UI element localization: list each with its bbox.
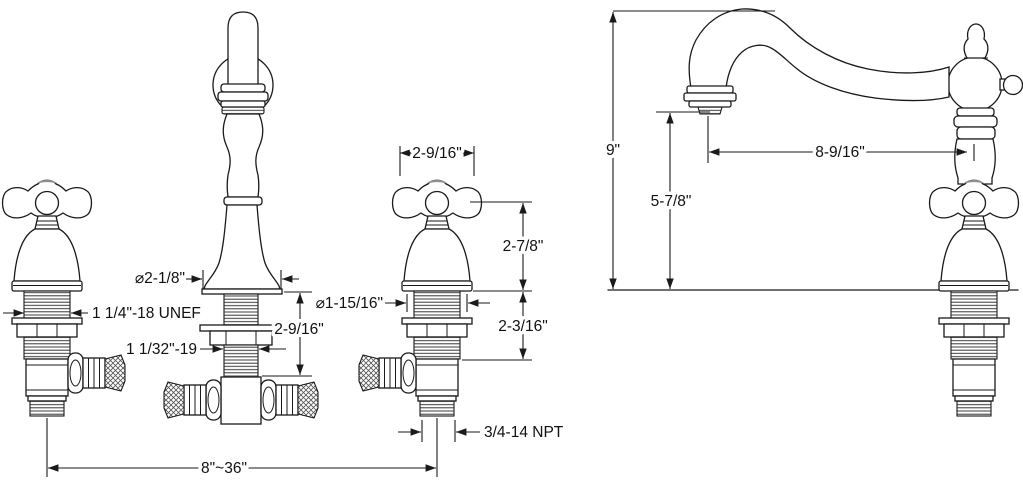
dim-label-overall-height: 9"	[606, 142, 620, 159]
dim-center-spread: 8"~36"	[48, 457, 436, 481]
dim-label-npt-thread: 3/4-14 NPT	[484, 424, 564, 441]
dim-label-spout-reach: 8-9/16"	[815, 144, 864, 161]
dim-spout-shank-thread: 1 1/32"-19	[123, 338, 286, 362]
dim-label-handle-shank-height: 2-3/16"	[498, 318, 547, 335]
dim-label-handle-shank-diameter: ⌀1-15/16"	[316, 295, 383, 312]
side-view: 9" 5-7/8" 8-9/16"	[602, 8, 1023, 417]
dim-label-spout-outlet-height: 5-7/8"	[651, 193, 692, 210]
front-spout	[163, 11, 319, 425]
front-left-handle	[1, 179, 126, 477]
front-view: 2-9/16" 2-7/8" 2-3/16" 2-9/16" ⌀2-1/8" 1…	[1, 11, 567, 481]
spout	[688, 8, 950, 102]
dim-label-handle-height: 2-7/8"	[503, 238, 544, 255]
dim-handle-height: 2-7/8" 2-3/16"	[462, 201, 551, 361]
dim-overall-height: 9"	[602, 10, 775, 289]
dim-unef-thread: 1 1/4"-18 UNEF	[3, 302, 204, 326]
dim-spout-base-diameter: ⌀2-1/8"	[131, 267, 299, 291]
dim-label-spout-shank-thread: 1 1/32"-19	[126, 341, 197, 358]
dim-spout-shank-height: 2-9/16"	[262, 291, 327, 377]
dim-label-handle-width: 2-9/16"	[412, 145, 461, 162]
dim-label-unef-thread: 1 1/4"-18 UNEF	[92, 305, 201, 322]
side-faucet-body	[683, 8, 1023, 417]
front-right-handle	[358, 179, 483, 477]
dim-label-spout-base-diameter: ⌀2-1/8"	[135, 270, 185, 287]
dim-npt-thread: 3/4-14 NPT	[398, 420, 567, 445]
spout-tip	[697, 106, 723, 115]
dim-label-center-spread: 8"~36"	[201, 460, 247, 477]
dim-label-spout-shank-height: 2-9/16"	[274, 321, 323, 338]
supply-tee-body	[220, 376, 262, 425]
dim-handle-shank-diameter: ⌀1-15/16"	[312, 292, 490, 316]
dim-spout-outlet-height: 5-7/8"	[647, 111, 710, 289]
finial	[963, 23, 989, 59]
dim-spout-reach: 8-9/16"	[707, 116, 975, 165]
dim-handle-width: 2-9/16"	[399, 142, 475, 176]
